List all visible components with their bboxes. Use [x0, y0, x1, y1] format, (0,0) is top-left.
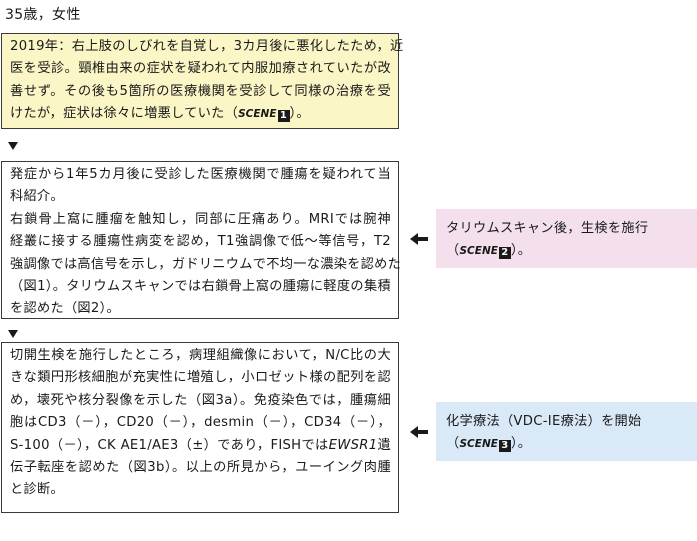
history-box: 2019年：右上肢のしびれを自覚し，3カ月後に悪化したため，近 医を受診。頸椎由… — [1, 33, 404, 129]
biopsy-line: め，壊死や核分裂像を示した（図3a）。免疫染色では，腫瘍細 — [10, 392, 391, 408]
referral-line: 強調像では高信号を示し，ガドリニウムで不均一な濃染を認めた — [10, 256, 402, 272]
referral-line: 右鎖骨上窩に腫瘤を触知し，同部に圧痛あり。MRIでは腕神 — [10, 211, 391, 227]
biopsy-line: 切開生検を施行したところ，病理組織像において，N/C比の大 — [10, 348, 391, 363]
scene-number-badge: 2 — [498, 247, 511, 260]
scene-label: SCENE — [459, 438, 498, 451]
chemotherapy-note-line: 化学療法（VDC-IE療法）を開始 — [446, 414, 642, 429]
biopsy-line: きな類円形核細胞が充実性に増殖し，小ロゼット様の配列を認 — [10, 370, 391, 386]
scene-number-badge: 1 — [277, 110, 290, 123]
referral-line: 経叢に接する腫瘍性病変を認め，T1強調像で低〜等信号，T2 — [10, 234, 391, 250]
history-line: 2019年：右上肢のしびれを自覚し，3カ月後に悪化したため，近 — [10, 39, 404, 54]
left-arrow-icon — [410, 426, 428, 438]
thallium-note-line: タリウムスキャン後，生検を施行 — [446, 221, 649, 236]
scene-label: SCENE — [238, 108, 277, 121]
scene-label: SCENE — [459, 245, 498, 258]
referral-line: （図1）。タリウムスキャンでは右鎖骨上窩の腫瘍に軽度の集積 — [10, 279, 391, 295]
biopsy-line: 胞はCD3（－），CD20（－），desmin（－），CD34（－）， — [10, 415, 391, 431]
biopsy-box: 切開生検を施行したところ，病理組織像において，N/C比の大 きな類円形核細胞が充… — [1, 342, 399, 513]
gene-name: EWSR1 — [328, 437, 378, 453]
down-arrow-icon — [8, 142, 18, 150]
referral-line: 発症から1年5カ月後に受診した医療機関で腫瘍を疑われて当 — [10, 167, 391, 182]
referral-box: 発症から1年5カ月後に受診した医療機関で腫瘍を疑われて当 科紹介。 右鎖骨上窩に… — [1, 161, 402, 319]
left-arrow-icon — [410, 233, 428, 245]
history-line: 医を受診。頸椎由来の症状を疑われて内服加療されていたが改 — [10, 61, 391, 77]
down-arrow-icon — [8, 330, 18, 338]
scene-number-badge: 3 — [498, 440, 511, 453]
biopsy-line: と診断。 — [10, 482, 64, 498]
case-header: 35歳，女性 — [5, 7, 81, 23]
biopsy-line: S-100（－），CK AE1/AE3（±）であり，FISHではEWSR1遺 — [10, 437, 391, 453]
history-line: 善せず。その後も5箇所の医療機関を受診して同様の治療を受 — [10, 83, 391, 99]
referral-line: を認めた（図2）。 — [10, 301, 120, 317]
referral-line: 科紹介。 — [10, 189, 64, 205]
biopsy-line: 伝子転座を認めた（図3b）。以上の所見から，ユーイング肉腫 — [10, 460, 391, 476]
